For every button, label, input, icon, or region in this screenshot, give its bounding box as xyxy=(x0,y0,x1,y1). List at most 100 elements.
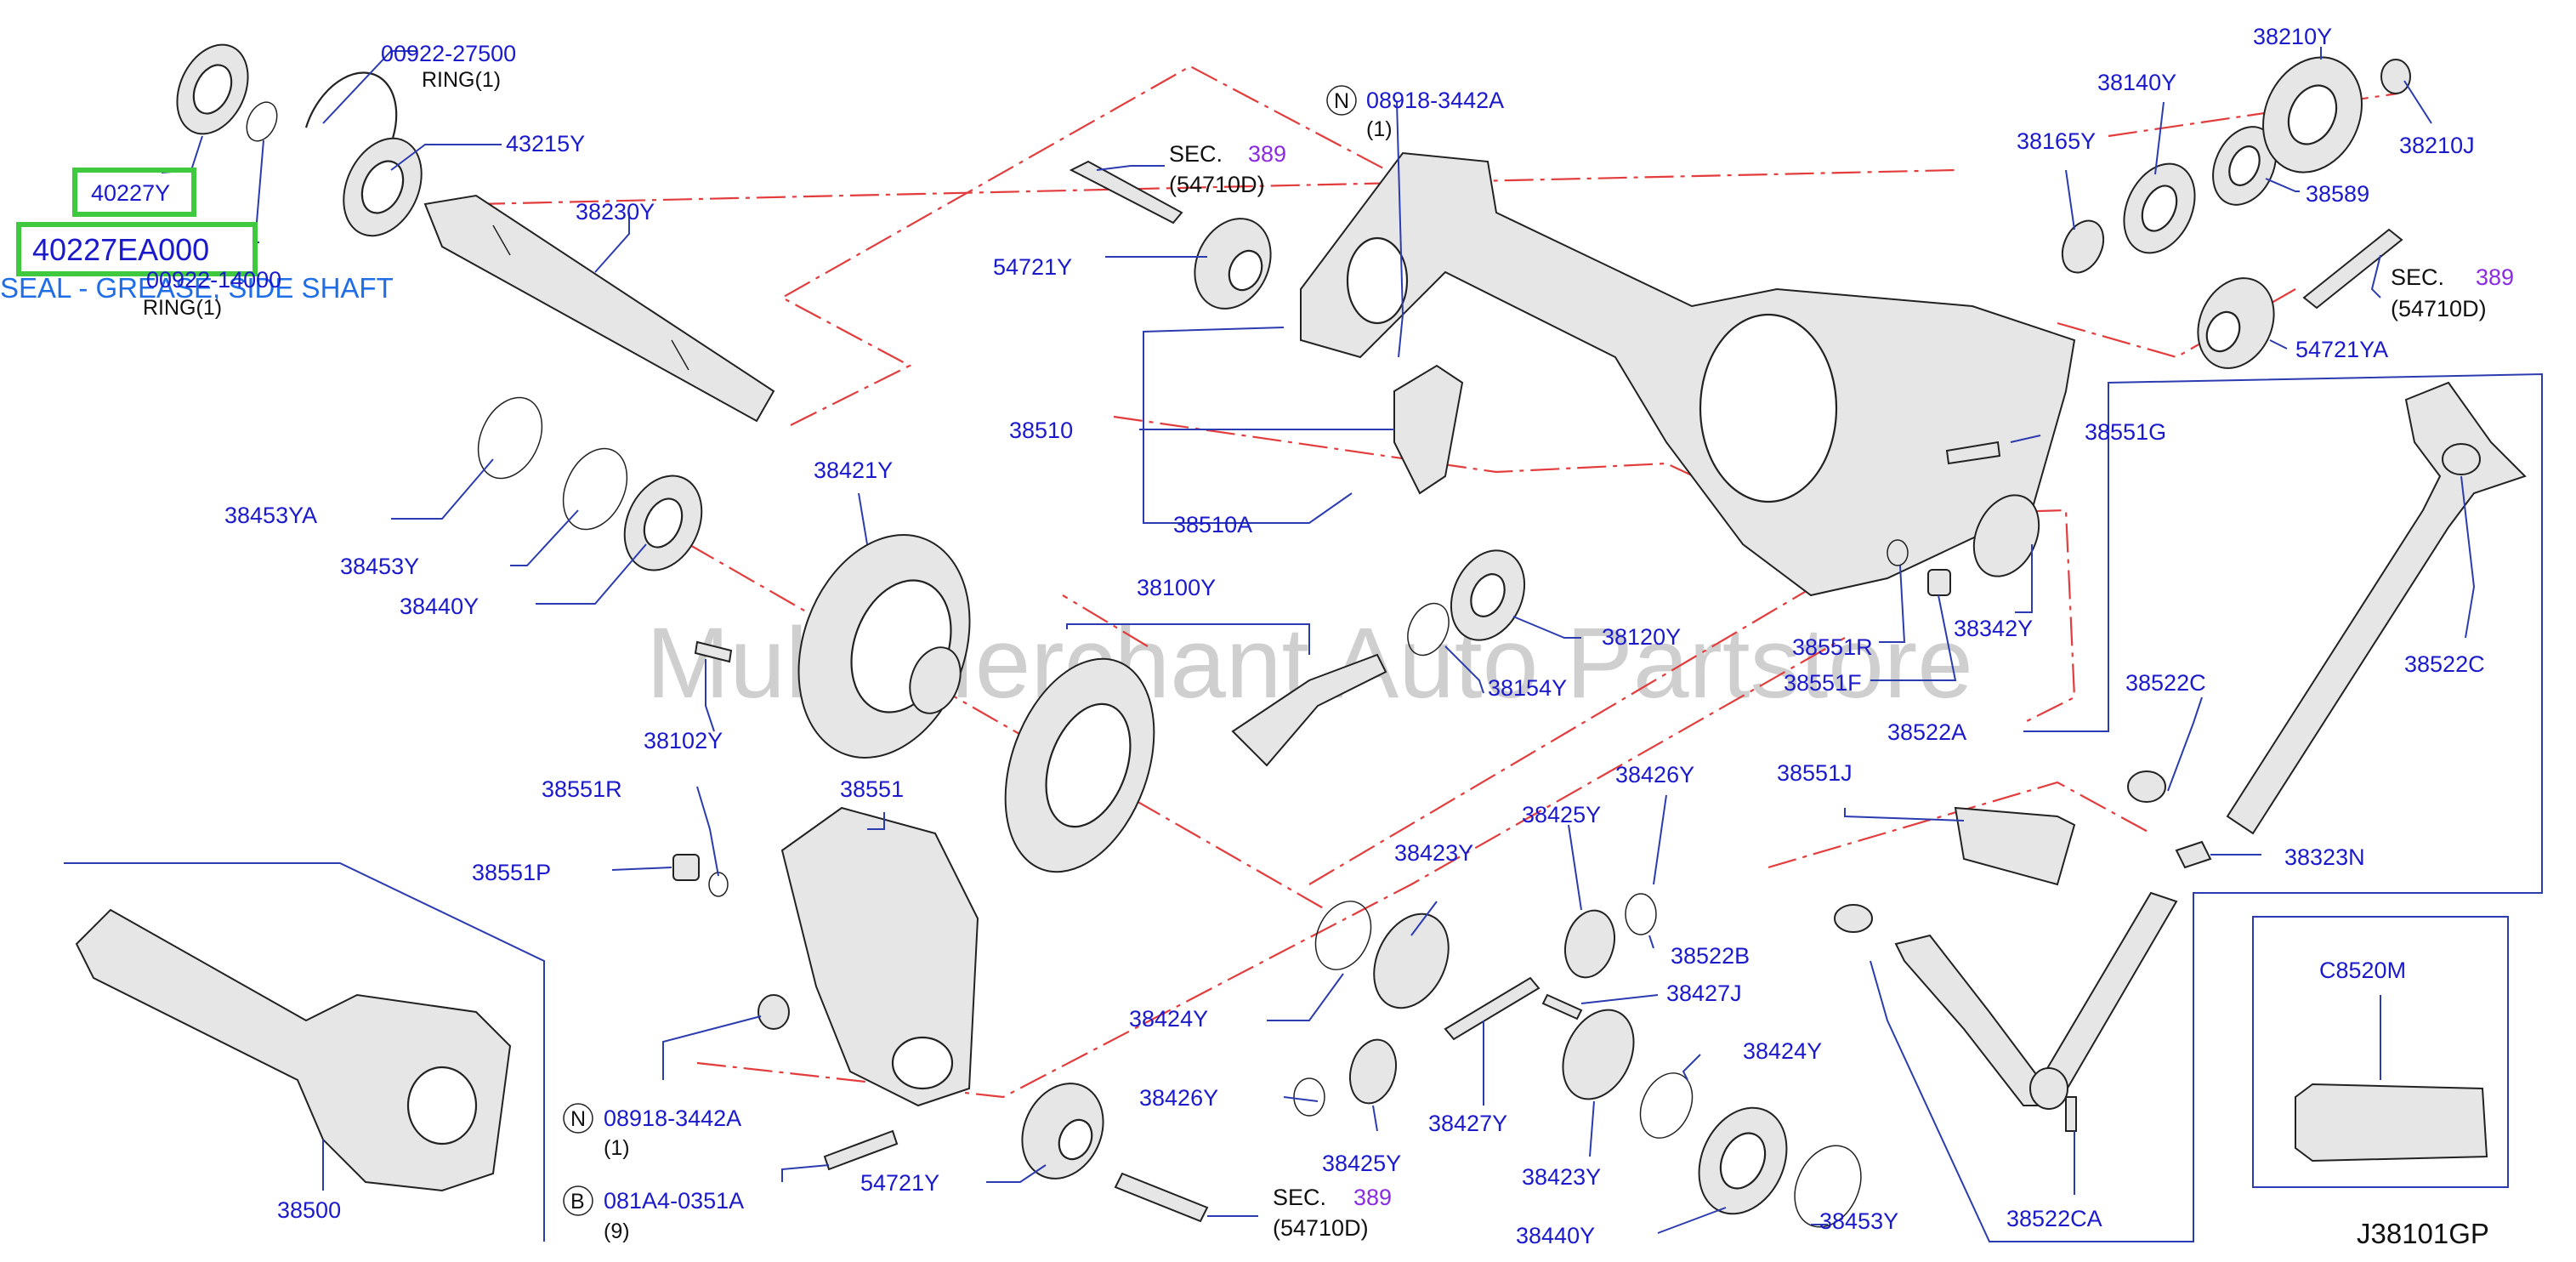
label-38427y[interactable]: 38427Y xyxy=(1428,1111,1507,1136)
part-38100y-gear-set[interactable] xyxy=(978,638,1387,892)
part-bolt-top[interactable] xyxy=(1069,160,1183,225)
label-38510a[interactable]: 38510A xyxy=(1173,512,1252,537)
label-38426y-bottom[interactable]: 38426Y xyxy=(1139,1085,1218,1111)
part-38522c-clip-top[interactable] xyxy=(2442,443,2481,475)
part-38453y-ring-bottom[interactable] xyxy=(1782,1134,1874,1237)
label-sec-top-number[interactable]: 389 xyxy=(1248,141,1286,167)
part-40227y-seal[interactable] xyxy=(163,33,261,145)
label-54721ya[interactable]: 54721YA xyxy=(2295,337,2388,362)
part-38453ya-ring[interactable] xyxy=(466,387,554,488)
label-38453ya[interactable]: 38453YA xyxy=(224,503,317,528)
label-38551j[interactable]: 38551J xyxy=(1777,760,1853,786)
label-38423y-bottom[interactable]: 38423Y xyxy=(1522,1164,1601,1190)
label-38522c-top[interactable]: 38522C xyxy=(2404,651,2485,677)
label-00922-27500[interactable]: 00922-27500 xyxy=(381,41,516,66)
part-38427y-shaft[interactable] xyxy=(1444,976,1540,1041)
label-38120y[interactable]: 38120Y xyxy=(1602,624,1681,650)
label-38426y-top[interactable]: 38426Y xyxy=(1615,762,1694,787)
label-40227y[interactable]: 40227Y xyxy=(91,180,170,206)
label-38522ca[interactable]: 38522CA xyxy=(2006,1206,2102,1231)
label-38551g[interactable]: 38551G xyxy=(2085,419,2166,445)
part-38230y-side-shaft[interactable] xyxy=(423,194,775,423)
part-38551f-plug[interactable] xyxy=(1927,569,1951,596)
part-38426y-washer-top[interactable] xyxy=(1625,893,1657,935)
label-40227ea000[interactable]: 40227EA000 xyxy=(32,232,209,267)
label-38500[interactable]: 38500 xyxy=(277,1197,341,1223)
label-38510[interactable]: 38510 xyxy=(1009,418,1073,443)
label-38453y-bottom[interactable]: 38453Y xyxy=(1819,1208,1898,1234)
part-38440y-bearing-bottom[interactable] xyxy=(1682,1094,1803,1228)
label-38102y[interactable]: 38102Y xyxy=(644,728,723,753)
label-38440y-left[interactable]: 38440Y xyxy=(400,594,479,619)
part-38522ca-fitting[interactable] xyxy=(2029,1067,2077,1132)
part-38210j-nut[interactable] xyxy=(2380,59,2411,94)
label-38522b[interactable]: 38522B xyxy=(1671,943,1750,969)
part-housing-axle[interactable] xyxy=(1300,151,2076,597)
label-38424y-left[interactable]: 38424Y xyxy=(1129,1006,1208,1032)
label-38522c-mid[interactable]: 38522C xyxy=(2125,670,2206,696)
label-38453y-left[interactable]: 38453Y xyxy=(340,554,419,579)
label-38589[interactable]: 38589 xyxy=(2306,181,2369,207)
part-38423y-gear-bottom[interactable] xyxy=(1549,998,1647,1111)
label-08918-3442a-top[interactable]: 08918-3442A xyxy=(1366,88,1504,113)
label-38342y[interactable]: 38342Y xyxy=(1954,616,2033,641)
label-08918-3442a-bottom[interactable]: 08918-3442A xyxy=(604,1106,741,1131)
part-38551p-plug[interactable] xyxy=(672,854,700,881)
part-38421y-differential-case[interactable] xyxy=(769,511,1000,782)
label-38210j[interactable]: 38210J xyxy=(2399,133,2475,158)
label-00922-14000[interactable]: 00922-14000 xyxy=(146,267,281,293)
part-nut-bottom[interactable] xyxy=(757,994,790,1030)
part-38500-assembly[interactable] xyxy=(75,908,512,1192)
label-38427j[interactable]: 38427J xyxy=(1666,981,1742,1006)
label-c8520m[interactable]: C8520M xyxy=(2319,958,2406,983)
label-38440y-bottom[interactable]: 38440Y xyxy=(1516,1223,1595,1248)
label-38154y[interactable]: 38154Y xyxy=(1488,675,1567,701)
label-sec-right-number[interactable]: 389 xyxy=(2476,264,2514,290)
part-38424y-washer-right[interactable] xyxy=(1631,1065,1703,1146)
part-38551g-stud[interactable] xyxy=(1945,441,2001,465)
part-38425y-gear-bottom[interactable] xyxy=(1343,1035,1403,1109)
label-54721y-top[interactable]: 54721Y xyxy=(993,254,1072,280)
label-38551p[interactable]: 38551P xyxy=(472,860,551,885)
part-38154y-washer[interactable] xyxy=(1400,597,1457,662)
part-c8520m-tube[interactable] xyxy=(2252,916,2509,1188)
label-38423y-top[interactable]: 38423Y xyxy=(1394,840,1473,866)
label-43215y[interactable]: 43215Y xyxy=(506,131,585,156)
part-38165y-seal[interactable] xyxy=(2055,214,2112,280)
label-38522a[interactable]: 38522A xyxy=(1887,719,1966,745)
part-38522c-breather-hose[interactable] xyxy=(2226,381,2527,835)
label-38100y[interactable]: 38100Y xyxy=(1137,575,1216,600)
part-38140y-bearing[interactable] xyxy=(2110,152,2208,264)
part-54721y-bushing-top[interactable] xyxy=(1181,206,1285,321)
part-38522c-clip-mid[interactable] xyxy=(2127,770,2166,803)
part-38426y-washer-bottom[interactable] xyxy=(1293,1077,1325,1117)
part-38551j-bracket[interactable] xyxy=(1954,806,2076,886)
label-38551r-left[interactable]: 38551R xyxy=(542,776,622,802)
label-38230y[interactable]: 38230Y xyxy=(576,199,655,225)
part-54721ya-bushing[interactable] xyxy=(2184,265,2289,380)
label-38165y[interactable]: 38165Y xyxy=(2017,128,2096,154)
label-081a4-0351a[interactable]: 081A4-0351A xyxy=(604,1188,744,1214)
part-38342y-seal[interactable] xyxy=(1961,485,2051,587)
label-38425y-bottom[interactable]: 38425Y xyxy=(1322,1151,1401,1176)
part-38323n-connector[interactable] xyxy=(2175,840,2212,869)
label-54721y-bottom[interactable]: 54721Y xyxy=(860,1170,939,1196)
label-38210y[interactable]: 38210Y xyxy=(2253,24,2332,49)
label-38424y-right[interactable]: 38424Y xyxy=(1743,1038,1822,1064)
part-38589-seal[interactable] xyxy=(2201,117,2288,215)
part-00922-14000-ring[interactable] xyxy=(241,97,282,145)
label-38323n[interactable]: 38323N xyxy=(2284,844,2365,870)
part-bolt-right[interactable] xyxy=(2302,228,2403,310)
part-38551-cover[interactable] xyxy=(780,806,979,1107)
label-38421y[interactable]: 38421Y xyxy=(814,458,893,483)
part-38210y-flange[interactable] xyxy=(2245,41,2380,188)
part-38551r-washer-right[interactable] xyxy=(1887,539,1909,566)
part-38522a-hose[interactable] xyxy=(1894,891,2178,1106)
label-sec-bottom-number[interactable]: 389 xyxy=(1353,1185,1392,1210)
part-38423y-gear-top[interactable] xyxy=(1359,902,1463,1020)
part-38120y-bearing[interactable] xyxy=(1438,538,1539,652)
part-38510a-bracket[interactable] xyxy=(1393,364,1464,495)
part-38427j-pin[interactable] xyxy=(1541,993,1583,1020)
part-bolt-bottom[interactable] xyxy=(1114,1172,1209,1223)
part-38440y-bearing-left[interactable] xyxy=(610,463,716,583)
